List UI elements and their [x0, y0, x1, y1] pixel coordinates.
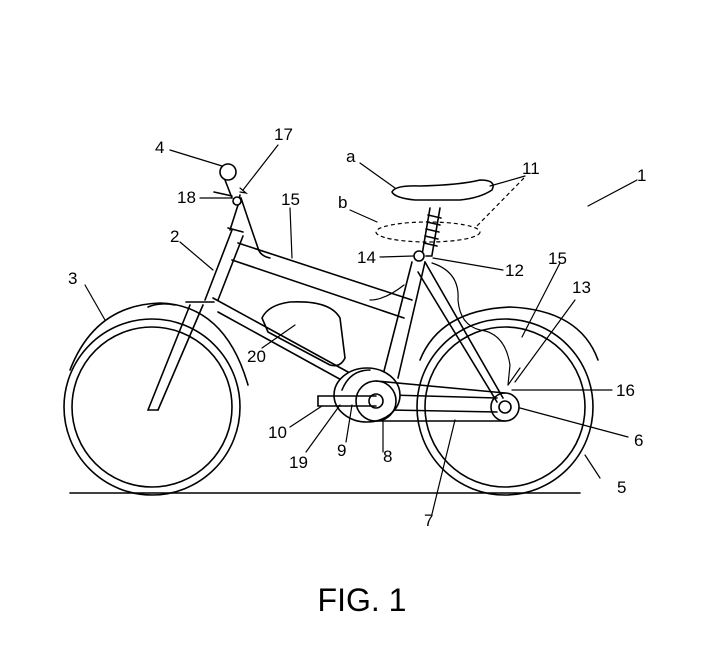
- label-16: 16: [616, 381, 635, 400]
- label-18: 18: [177, 188, 196, 207]
- label-1: 1: [637, 166, 646, 185]
- battery: [261, 301, 346, 367]
- label-a: a: [346, 147, 356, 166]
- rear-wheel: [416, 306, 599, 496]
- label-10: 10: [268, 423, 287, 442]
- label-15-rear: 15: [548, 249, 567, 268]
- drive-unit: [333, 367, 401, 423]
- label-4: 4: [155, 138, 164, 157]
- label-9: 9: [337, 441, 346, 460]
- cable: [369, 284, 405, 301]
- frame: [204, 227, 504, 413]
- pedal-crank: [317, 395, 377, 407]
- label-14: 14: [357, 248, 376, 267]
- label-2: 2: [170, 227, 179, 246]
- reference-labels: 4 17 18 15 2 3 20 a 11 b 14 12 1 15 13 1…: [68, 125, 646, 530]
- label-11: 11: [522, 159, 540, 178]
- label-20: 20: [247, 347, 266, 366]
- cable-rear: [431, 262, 511, 386]
- label-15-top: 15: [281, 190, 300, 209]
- front-wheel: [63, 302, 249, 496]
- label-7: 7: [424, 511, 433, 530]
- label-8: 8: [383, 447, 392, 466]
- label-13: 13: [572, 278, 591, 297]
- seat-assembly: [375, 179, 494, 262]
- handlebar: [213, 163, 271, 259]
- label-12: 12: [505, 261, 524, 280]
- label-19: 19: [289, 453, 308, 472]
- leader-lines: [84, 144, 638, 515]
- label-6: 6: [634, 431, 643, 450]
- figure-caption: FIG. 1: [317, 582, 407, 618]
- label-5: 5: [617, 478, 626, 497]
- label-3: 3: [68, 269, 77, 288]
- front-fork: [147, 301, 215, 411]
- chain: [375, 380, 506, 422]
- label-b: b: [338, 193, 347, 212]
- label-17: 17: [274, 125, 293, 144]
